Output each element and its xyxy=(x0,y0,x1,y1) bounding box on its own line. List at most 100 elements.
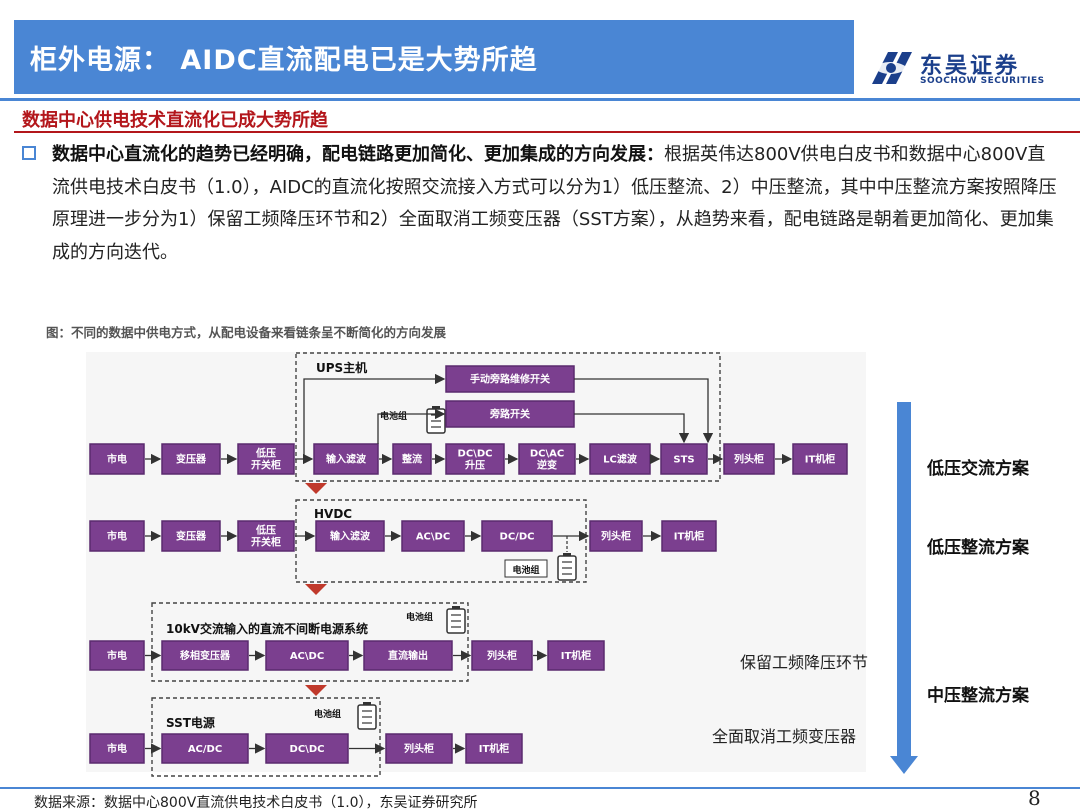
row4-box-4-label: IT机柜 xyxy=(479,742,510,755)
ups-battery-label: 电池组 xyxy=(380,410,407,422)
row2-box-5 xyxy=(481,520,553,552)
row3-box-4 xyxy=(471,640,533,671)
row3-box-0-label: 市电 xyxy=(107,649,127,662)
row3-box-5-label: IT机柜 xyxy=(561,649,592,662)
row2-box-3-label: 输入滤波 xyxy=(330,530,371,543)
row2-box-0-label: 市电 xyxy=(107,530,127,543)
hvdc-battery-tag xyxy=(504,559,548,578)
header-divider xyxy=(0,98,1080,101)
figure-caption: 图：不同的数据中供电方式，从配电设备来看链条呈不断简化的方向发展 xyxy=(46,325,447,340)
row2-box-3 xyxy=(315,520,385,552)
ups-group-label: UPS主机 xyxy=(316,360,367,375)
manual-bypass-switch xyxy=(445,365,575,393)
row3-box-2-label: AC\DC xyxy=(290,651,324,662)
row4-box-0-label: 市电 xyxy=(107,742,127,755)
row1-box-3 xyxy=(313,443,379,475)
row3-box-2 xyxy=(265,640,349,671)
page-title: 柜外电源： AIDC直流配电已是大势所趋 xyxy=(30,45,538,76)
row1-box-7-label: LC滤波 xyxy=(603,453,638,466)
bypass-manual-in xyxy=(303,373,446,459)
paragraph-body: 根据英伟达800V供电白皮书和数据中心800V直流供电技术白皮书（1.0），AI… xyxy=(52,144,1057,263)
row2-box-4 xyxy=(401,520,465,552)
row1-box-2 xyxy=(237,443,295,475)
row2-box-2 xyxy=(237,520,295,552)
section-title: 数据中心供电技术直流化已成大势所趋 xyxy=(22,110,328,131)
ups-group-frame xyxy=(295,352,721,482)
row3-box-3 xyxy=(363,640,453,671)
row4-box-2 xyxy=(265,733,349,764)
row1-box-7 xyxy=(589,443,651,475)
bypass-switch-label: 旁路开关 xyxy=(489,408,530,421)
row1-box-1 xyxy=(161,443,221,475)
row4-box-0 xyxy=(89,733,145,764)
bypass-switch xyxy=(445,400,575,428)
logo-cn-text: 东吴证券 xyxy=(920,54,1021,79)
row1-box-6 xyxy=(518,443,576,475)
scheme-low-ac: 低压交流方案 xyxy=(927,459,1029,479)
row4-box-2-label: DC\DC xyxy=(290,744,325,755)
row2-box-1-label: 变压器 xyxy=(176,530,207,543)
hvdc-battery-label: 电池组 xyxy=(512,564,539,576)
soochow-logo-icon xyxy=(872,52,912,84)
row3-to-row4-triangle xyxy=(305,685,327,696)
hvdc-group-label: HVDC xyxy=(314,507,352,521)
body-paragraph: 数据中心直流化的趋势已经明确，配电链路更加简化、更加集成的方向发展：根据英伟达8… xyxy=(52,139,1062,269)
row2-box-0 xyxy=(89,520,145,552)
row1-box-9 xyxy=(723,443,775,475)
row1-box-10-label: IT机柜 xyxy=(805,453,836,466)
row1-box-2-label: 低压开关柜 xyxy=(251,447,281,472)
section-divider xyxy=(14,131,1080,133)
footer-divider xyxy=(0,787,1080,789)
row2-box-2-label: 低压开关柜 xyxy=(251,524,281,549)
row1-box-3-label: 输入滤波 xyxy=(326,453,367,466)
logo-en-text: SOOCHOW SECURITIES xyxy=(920,76,1045,86)
row3-box-1-label: 移相变压器 xyxy=(180,649,231,662)
row1-box-8-label: STS xyxy=(673,455,694,466)
trend-arrow-head xyxy=(890,756,918,774)
row2-box-7 xyxy=(661,520,717,552)
page-number: 8 xyxy=(1028,786,1041,810)
row2-box-1 xyxy=(161,520,221,552)
mv-group-frame xyxy=(151,602,469,682)
data-source: 数据来源：数据中心800V直流供电技术白皮书（1.0），东吴证券研究所 xyxy=(34,795,478,810)
ups-battery-icon-cap xyxy=(432,406,440,409)
row1-box-4-label: 整流 xyxy=(401,453,422,466)
row4-box-3-label: 列头柜 xyxy=(404,742,434,755)
row4-box-3 xyxy=(385,733,453,764)
row2-to-row3-triangle xyxy=(305,584,327,595)
manual-bypass-switch-label: 手动旁路维修开关 xyxy=(470,373,550,386)
scheme-mid-rect: 中压整流方案 xyxy=(927,686,1029,706)
bullet-square-icon xyxy=(22,146,36,160)
row4-box-1-label: AC/DC xyxy=(188,744,222,755)
row1-box-10 xyxy=(792,443,848,475)
row4-box-1 xyxy=(161,733,249,764)
note-cancel-freq: 全面取消工频变压器 xyxy=(712,727,857,746)
row1-box-0-label: 市电 xyxy=(107,453,127,466)
bypass-manual-out xyxy=(574,378,714,444)
row2-box-6 xyxy=(589,520,643,552)
row1-box-0 xyxy=(89,443,145,475)
sst-group-frame xyxy=(151,697,381,777)
row4-box-4 xyxy=(465,733,523,764)
bypass-out xyxy=(574,413,690,444)
note-keep-freq: 保留工频降压环节 xyxy=(740,653,869,672)
row1-box-8 xyxy=(660,443,708,475)
row2-box-7-label: IT机柜 xyxy=(674,530,705,543)
row1-box-1-label: 变压器 xyxy=(176,453,207,466)
paragraph-lead: 数据中心直流化的趋势已经明确，配电链路更加简化、更加集成的方向发展： xyxy=(52,144,664,165)
bypass-in xyxy=(377,408,446,444)
row3-box-4-label: 列头柜 xyxy=(487,649,517,662)
row2-box-4-label: AC\DC xyxy=(416,532,450,543)
row3-box-1 xyxy=(161,640,249,671)
sst-battery-icon-cap xyxy=(363,702,371,705)
trend-arrow-shaft xyxy=(897,402,911,758)
sst-battery-label: 电池组 xyxy=(314,708,341,720)
row1-box-5 xyxy=(445,443,505,475)
row1-box-4 xyxy=(392,443,432,475)
sst-group-label: SST电源 xyxy=(166,715,215,730)
row1-box-9-label: 列头柜 xyxy=(734,453,764,466)
mv-battery-label: 电池组 xyxy=(406,611,433,623)
mv-group-label: 10kV交流输入的直流不间断电源系统 xyxy=(166,621,368,636)
